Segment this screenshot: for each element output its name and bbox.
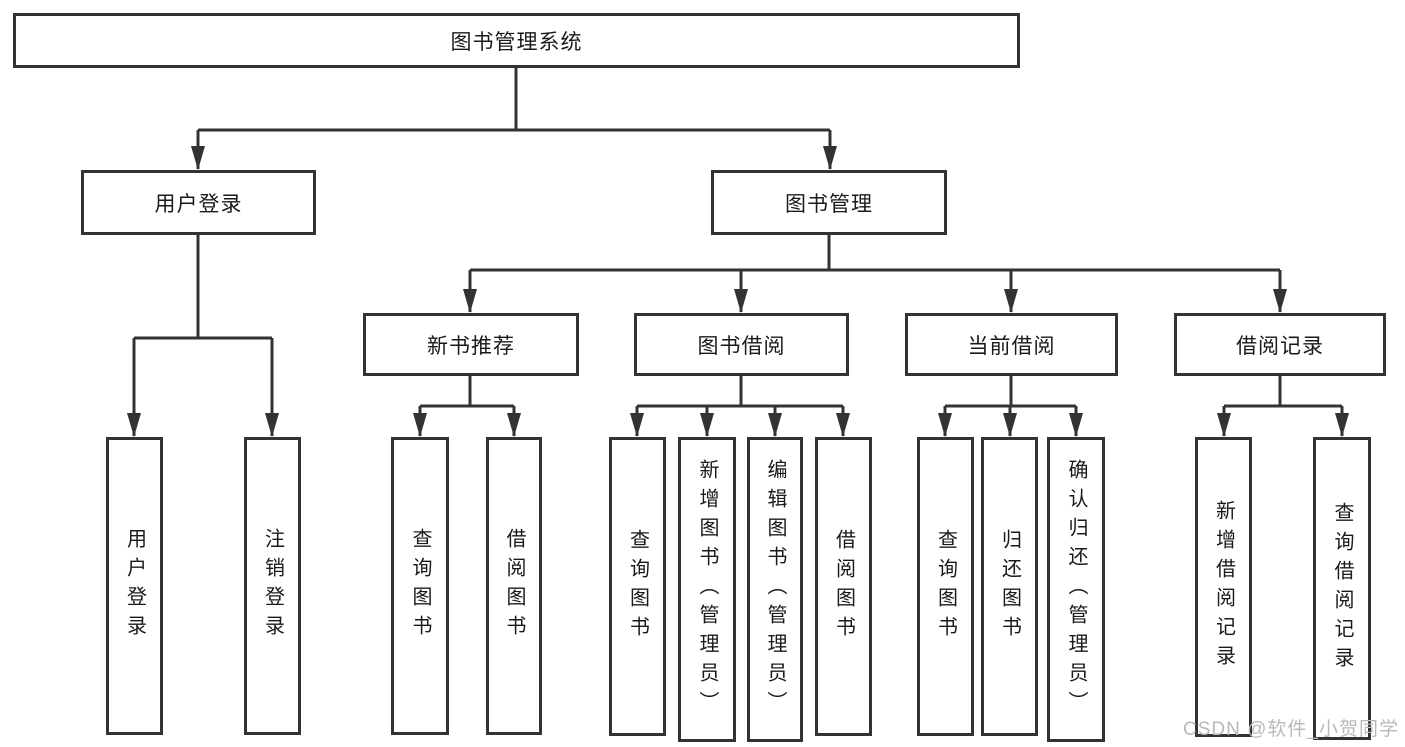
leaf-edit-books-admin: 编辑图书（管理员）	[747, 437, 803, 742]
node-label: 查询图书	[934, 528, 957, 645]
node-label: 用户登录	[154, 192, 243, 216]
node-label: 查询图书	[626, 528, 649, 645]
node-new-book-recommend: 新书推荐	[363, 313, 579, 376]
node-label: 查询借阅记录	[1331, 501, 1353, 676]
node-current-borrow: 当前借阅	[905, 313, 1118, 376]
node-borrow-records: 借阅记录	[1174, 313, 1386, 376]
node-label: 借阅图书	[832, 528, 855, 645]
leaf-return-books: 归还图书	[981, 437, 1038, 736]
node-label: 新书推荐	[427, 334, 515, 358]
node-label: 图书借阅	[697, 334, 786, 358]
node-label: 归还图书	[998, 528, 1021, 645]
leaf-user-login: 用户登录	[106, 437, 163, 735]
node-label: 编辑图书（管理员）	[764, 459, 786, 720]
node-label: 确认归还（管理员）	[1065, 459, 1087, 720]
node-label: 图书管理系统	[450, 30, 583, 54]
leaf-borrow-query-books: 查询图书	[609, 437, 666, 736]
leaf-recommend-borrow-books: 借阅图书	[486, 437, 542, 735]
node-label: 用户登录	[123, 528, 146, 644]
leaf-current-query-books: 查询图书	[917, 437, 974, 736]
leaf-recommend-query-books: 查询图书	[391, 437, 449, 735]
leaf-add-books-admin: 新增图书（管理员）	[678, 437, 736, 742]
leaf-logout: 注销登录	[244, 437, 301, 735]
node-label: 查询图书	[409, 528, 431, 644]
node-label: 新增图书（管理员）	[696, 459, 718, 720]
node-label: 借阅记录	[1236, 334, 1324, 358]
leaf-borrow-books: 借阅图书	[815, 437, 872, 736]
node-root-library-system: 图书管理系统	[13, 13, 1020, 68]
leaf-add-borrow-record: 新增借阅记录	[1195, 437, 1252, 737]
node-label: 图书管理	[785, 192, 873, 216]
node-user-login: 用户登录	[81, 170, 316, 235]
csdn-watermark: CSDN @软件_小贺同学	[1183, 719, 1399, 740]
node-label: 借阅图书	[503, 528, 525, 644]
node-book-management: 图书管理	[711, 170, 947, 235]
node-book-borrow: 图书借阅	[634, 313, 849, 376]
leaf-query-borrow-record: 查询借阅记录	[1313, 437, 1371, 740]
node-label: 注销登录	[261, 528, 284, 644]
node-label: 当前借阅	[967, 334, 1056, 358]
leaf-confirm-return-admin: 确认归还（管理员）	[1047, 437, 1105, 742]
node-label: 新增借阅记录	[1212, 500, 1235, 674]
